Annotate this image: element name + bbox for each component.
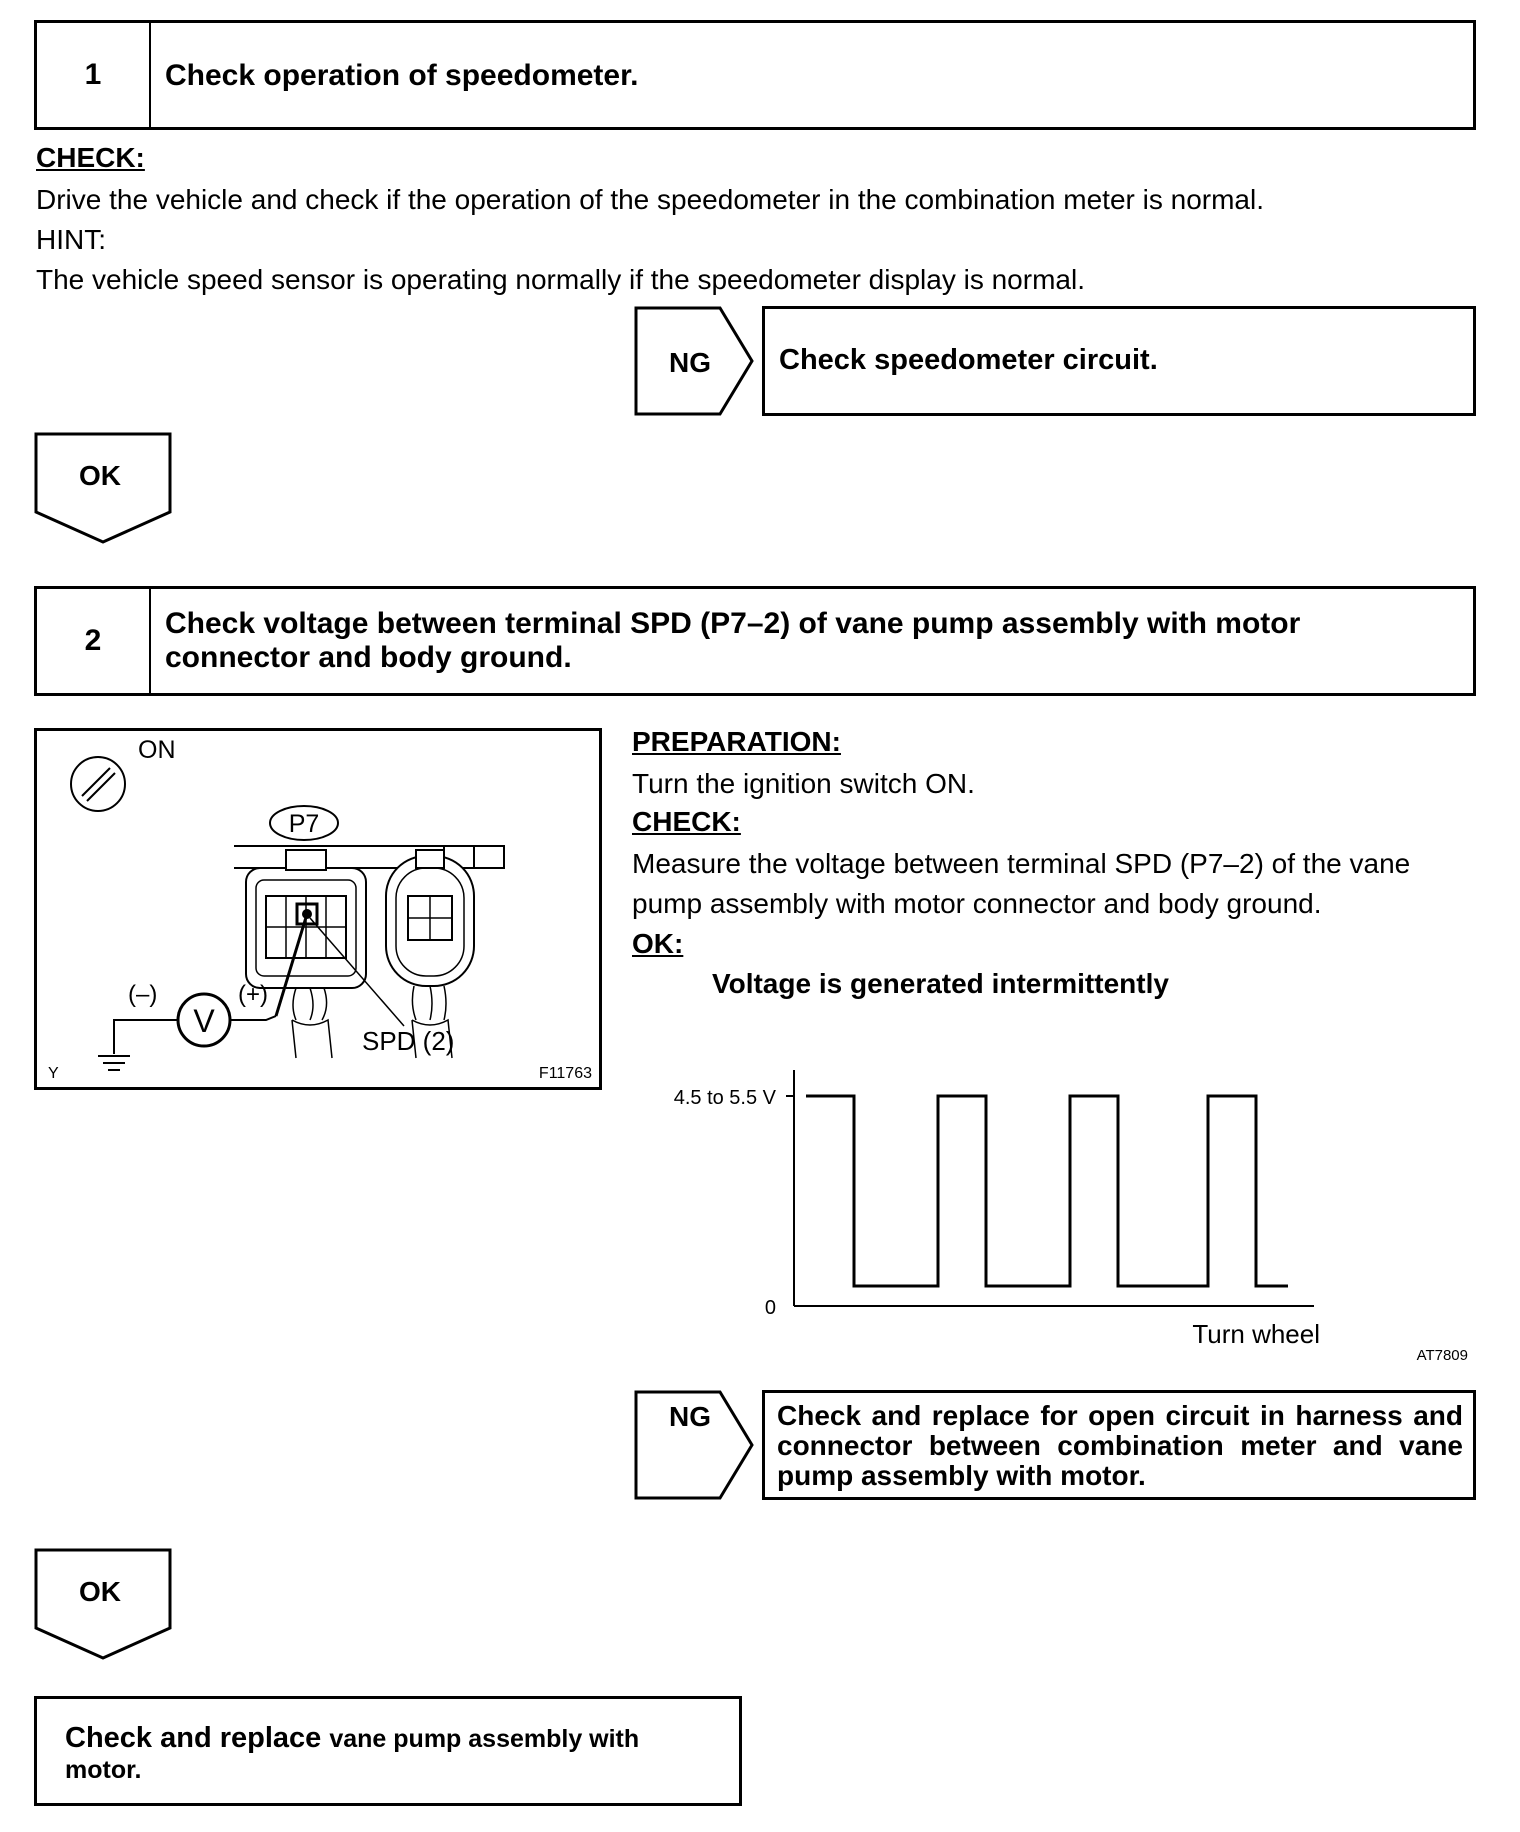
step2-check-text: Measure the voltage between terminal SPD…	[632, 848, 1411, 919]
step1-ok-label: OK	[79, 460, 121, 491]
final-text-a: Check and replace	[65, 1722, 330, 1754]
waveform-line	[806, 1094, 1288, 1288]
step2-ng-label: NG	[669, 1401, 711, 1432]
ignition-key-icon	[70, 756, 126, 812]
final-action-text: Check and replace vane pump assembly wit…	[65, 1723, 719, 1785]
step1-check-text: Drive the vehicle and check if the opera…	[36, 184, 1264, 215]
step2-prep-text: Turn the ignition switch ON.	[632, 768, 975, 799]
figure-code-f11763: F11763	[539, 1065, 592, 1082]
step2-ng-result: Check and replace for open circuit in ha…	[777, 1400, 1463, 1491]
step2-ng-arrow: NG	[634, 1390, 754, 1500]
plus-label: (+)	[238, 981, 268, 1008]
final-text-c: motor.	[65, 1756, 142, 1784]
step1-hint-heading: HINT:	[36, 224, 106, 255]
minus-label: (–)	[128, 981, 157, 1008]
connector-diagram: ON P7 V	[34, 728, 602, 1090]
step1-ng-result: Check speedometer circuit.	[779, 344, 1158, 376]
voltmeter-label: V	[193, 1003, 215, 1039]
step2-header-box: 2 Check voltage between terminal SPD (P7…	[34, 586, 1476, 696]
y-tick-high: 4.5 to 5.5 V	[674, 1087, 777, 1109]
corner-label: Y	[48, 1065, 59, 1082]
step2-title: Check voltage between terminal SPD (P7–2…	[165, 607, 1301, 674]
step1-check-heading: CHECK:	[36, 142, 145, 173]
connector-p7-icon	[245, 849, 367, 1059]
step1-header-box: 1 Check operation of speedometer.	[34, 20, 1476, 130]
step2-prep-heading: PREPARATION:	[632, 726, 841, 757]
step2-ng-result-box: Check and replace for open circuit in ha…	[762, 1390, 1476, 1500]
step1-ok-arrow: OK	[34, 432, 172, 544]
voltmeter-icon: V	[176, 992, 232, 1048]
step1-ng-arrow: NG	[634, 306, 754, 416]
figure-code-at7809: AT7809	[1417, 1347, 1468, 1364]
step1-hint-text: The vehicle speed sensor is operating no…	[36, 264, 1085, 295]
ignition-on-label: ON	[138, 736, 176, 764]
final-text-b: vane pump assembly with	[329, 1725, 640, 1753]
voltage-waveform-chart: 4.5 to 5.5 V 0 Turn wheel AT7809	[674, 1070, 1468, 1364]
step2-ok-heading: OK:	[632, 928, 684, 959]
final-action-box: Check and replace vane pump assembly wit…	[34, 1696, 742, 1806]
y-tick-low: 0	[765, 1297, 776, 1319]
connector-label: P7	[289, 810, 320, 838]
step2-ok-label: OK	[79, 1576, 121, 1607]
step2-number: 2	[37, 589, 151, 693]
step1-title: Check operation of speedometer.	[165, 59, 639, 92]
ground-symbol-icon	[98, 1055, 130, 1071]
connector-right-icon	[385, 849, 475, 1059]
step1-ng-label: NG	[669, 347, 711, 378]
step2-ok-arrow: OK	[34, 1548, 172, 1660]
x-axis-label: Turn wheel	[1192, 1319, 1320, 1349]
step1-number: 1	[37, 23, 151, 127]
step1-ng-result-box: Check speedometer circuit.	[762, 306, 1476, 416]
step2-check-heading: CHECK:	[632, 806, 741, 837]
step2-ok-text: Voltage is generated intermittently	[712, 968, 1169, 999]
spd-terminal-label: SPD (2)	[362, 1026, 454, 1056]
